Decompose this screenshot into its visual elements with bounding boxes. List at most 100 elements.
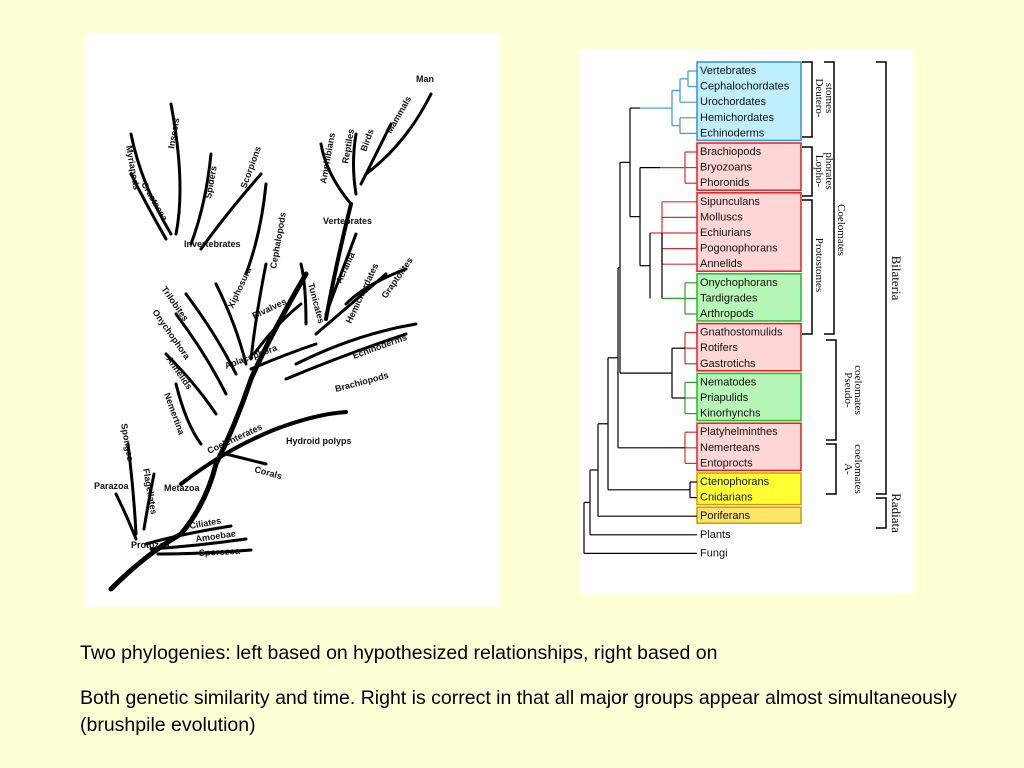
- radiata-bracket: [876, 497, 887, 529]
- coelenterates-branch: [179, 410, 348, 486]
- taxon-label: Vertebrates: [700, 65, 757, 77]
- label-scorpions: Scorpions: [238, 145, 262, 190]
- taxon-label: Hemichordates: [700, 112, 774, 124]
- platyhelminthes-box: [696, 422, 802, 472]
- taxon-label: Cephalochordates: [700, 81, 790, 93]
- taxon-label: Echiurians: [700, 227, 752, 239]
- taxon-label: Bryozoans: [700, 162, 752, 174]
- protostomes-box: [696, 192, 802, 272]
- taxon-label: Urochordates: [700, 96, 767, 108]
- label-pseudocoelomates: coelomates: [852, 365, 864, 414]
- taxon-label: Arthropods: [700, 308, 754, 320]
- label-protozoa: Protozoa: [131, 540, 170, 550]
- label-man: Man: [416, 74, 434, 84]
- deuterostomes-box: [696, 61, 802, 142]
- graptolites-branch: [344, 267, 408, 306]
- parazoa-branch: [114, 492, 138, 541]
- sponges-branch: [126, 442, 138, 536]
- label-radiata: Radiata: [889, 493, 904, 533]
- birds-branch: [359, 122, 393, 186]
- taxon-label: Cnidarians: [700, 492, 753, 504]
- flagellates-branch: [142, 472, 156, 531]
- taxon-label: Kinorhynchs: [700, 408, 761, 420]
- pseudo-bracket: [826, 339, 837, 441]
- taxon-label: Molluscs: [700, 211, 743, 223]
- label-lopho: Lopho-: [813, 155, 825, 188]
- left-tree-labels: Man Mammals Birds Reptiles Amphibians Ve…: [94, 74, 434, 558]
- mammals-branch: [364, 92, 433, 176]
- label-metazoa: Metazoa: [164, 483, 201, 493]
- echinoderms-branch: [294, 322, 418, 366]
- label-xiphosura: Xiphosura: [226, 265, 254, 310]
- annelids-branch: [164, 352, 218, 416]
- right-phylogeny-tree: VertebratesCephalochordatesUrochordatesH…: [583, 61, 904, 559]
- label-nemertina: Nemertina: [162, 391, 187, 437]
- taxon-label: Entoprocts: [700, 457, 753, 469]
- trilobites-branch: [184, 292, 238, 376]
- label-corals: Corals: [253, 464, 283, 481]
- taxon-label: Gnathostomulids: [700, 327, 783, 339]
- deutero-bracket: [802, 61, 813, 138]
- label-amphibians: Amphibians: [318, 132, 337, 184]
- label-invertebrates: Invertebrates: [184, 239, 241, 249]
- taxon-label: Echinoderms: [700, 127, 765, 139]
- label-birds: Birds: [358, 128, 375, 153]
- label-sporozoa: Sporozoa: [199, 546, 241, 558]
- taxon-label: Brachiopods: [700, 146, 762, 158]
- taxon-label: Fungi: [700, 547, 728, 559]
- left-phylogeny-tree: Man Mammals Birds Reptiles Amphibians Ve…: [94, 74, 434, 592]
- taxon-label: Nemerteans: [700, 442, 760, 454]
- ciliates-branch: [144, 524, 233, 546]
- taxon-label: Priapulids: [700, 392, 749, 404]
- clade-boxes: [696, 61, 802, 524]
- aplacophora-branch: [249, 342, 318, 371]
- taxon-label: Gastrotichs: [700, 358, 756, 370]
- lopho-bracket: [802, 146, 813, 197]
- taxon-label: Phoronids: [700, 177, 750, 189]
- ctenophorans-box: [696, 472, 802, 506]
- bivalves-branch: [252, 302, 303, 356]
- taxon-label: Rotifers: [700, 342, 738, 354]
- crustacea-branch: [129, 172, 168, 241]
- protostomes-bracket: [802, 199, 813, 335]
- label-sponges: Sponges: [119, 423, 135, 462]
- label-hemichordates: Hemichordates: [344, 262, 381, 325]
- label-pseudo: Pseudo-: [842, 372, 854, 408]
- taxon-label: Tardigrades: [700, 292, 758, 304]
- taxon-label: Onychophorans: [700, 277, 778, 289]
- taxon-label: Annelids: [700, 258, 743, 270]
- lophophorates-box: [696, 142, 802, 191]
- arthropod-box: [696, 273, 802, 322]
- acoel-bracket: [826, 443, 837, 495]
- classification-brackets: Deutero- stomes Lopho- phorates Protosto…: [802, 61, 904, 533]
- taxon-label: Plants: [700, 529, 731, 541]
- tree-branches: [583, 70, 697, 554]
- amphibians-branch: [319, 142, 353, 206]
- label-protostomes: Protostomes: [813, 238, 825, 292]
- bilateria-bracket: [876, 61, 887, 495]
- brachiopods-branch: [284, 332, 408, 381]
- label-insects: Insects: [166, 117, 181, 149]
- label-flagellates: Flagellates: [141, 468, 159, 516]
- insects-branch: [169, 102, 182, 236]
- taxa-labels: VertebratesCephalochordatesUrochordatesH…: [700, 65, 790, 559]
- poriferans-box: [696, 506, 802, 524]
- cephalopods-branch: [244, 182, 268, 276]
- taxon-label: Sipunculans: [700, 196, 760, 208]
- tunicates-branch: [299, 262, 308, 326]
- corals-branch: [224, 452, 268, 466]
- label-phorates: phorates: [823, 152, 835, 189]
- label-stomes: stomes: [823, 83, 835, 114]
- left-tree-branches: [108, 92, 433, 592]
- label-hydroid-polyps: Hydroid polyps: [286, 436, 352, 446]
- sporozoa-branch: [156, 548, 253, 556]
- label-brachiopods: Brachiopods: [334, 370, 390, 394]
- amoebae-branch: [149, 537, 248, 551]
- left-phylogeny-panel: Man Mammals Birds Reptiles Amphibians Ve…: [86, 34, 500, 607]
- label-deutero: Deutero-: [813, 78, 825, 117]
- invert-left-branch: [214, 282, 248, 366]
- spiders-branch: [189, 152, 213, 246]
- caption-line-1: Two phylogenies: left based on hypothesi…: [80, 642, 718, 664]
- label-annelids: Annelids: [164, 354, 194, 391]
